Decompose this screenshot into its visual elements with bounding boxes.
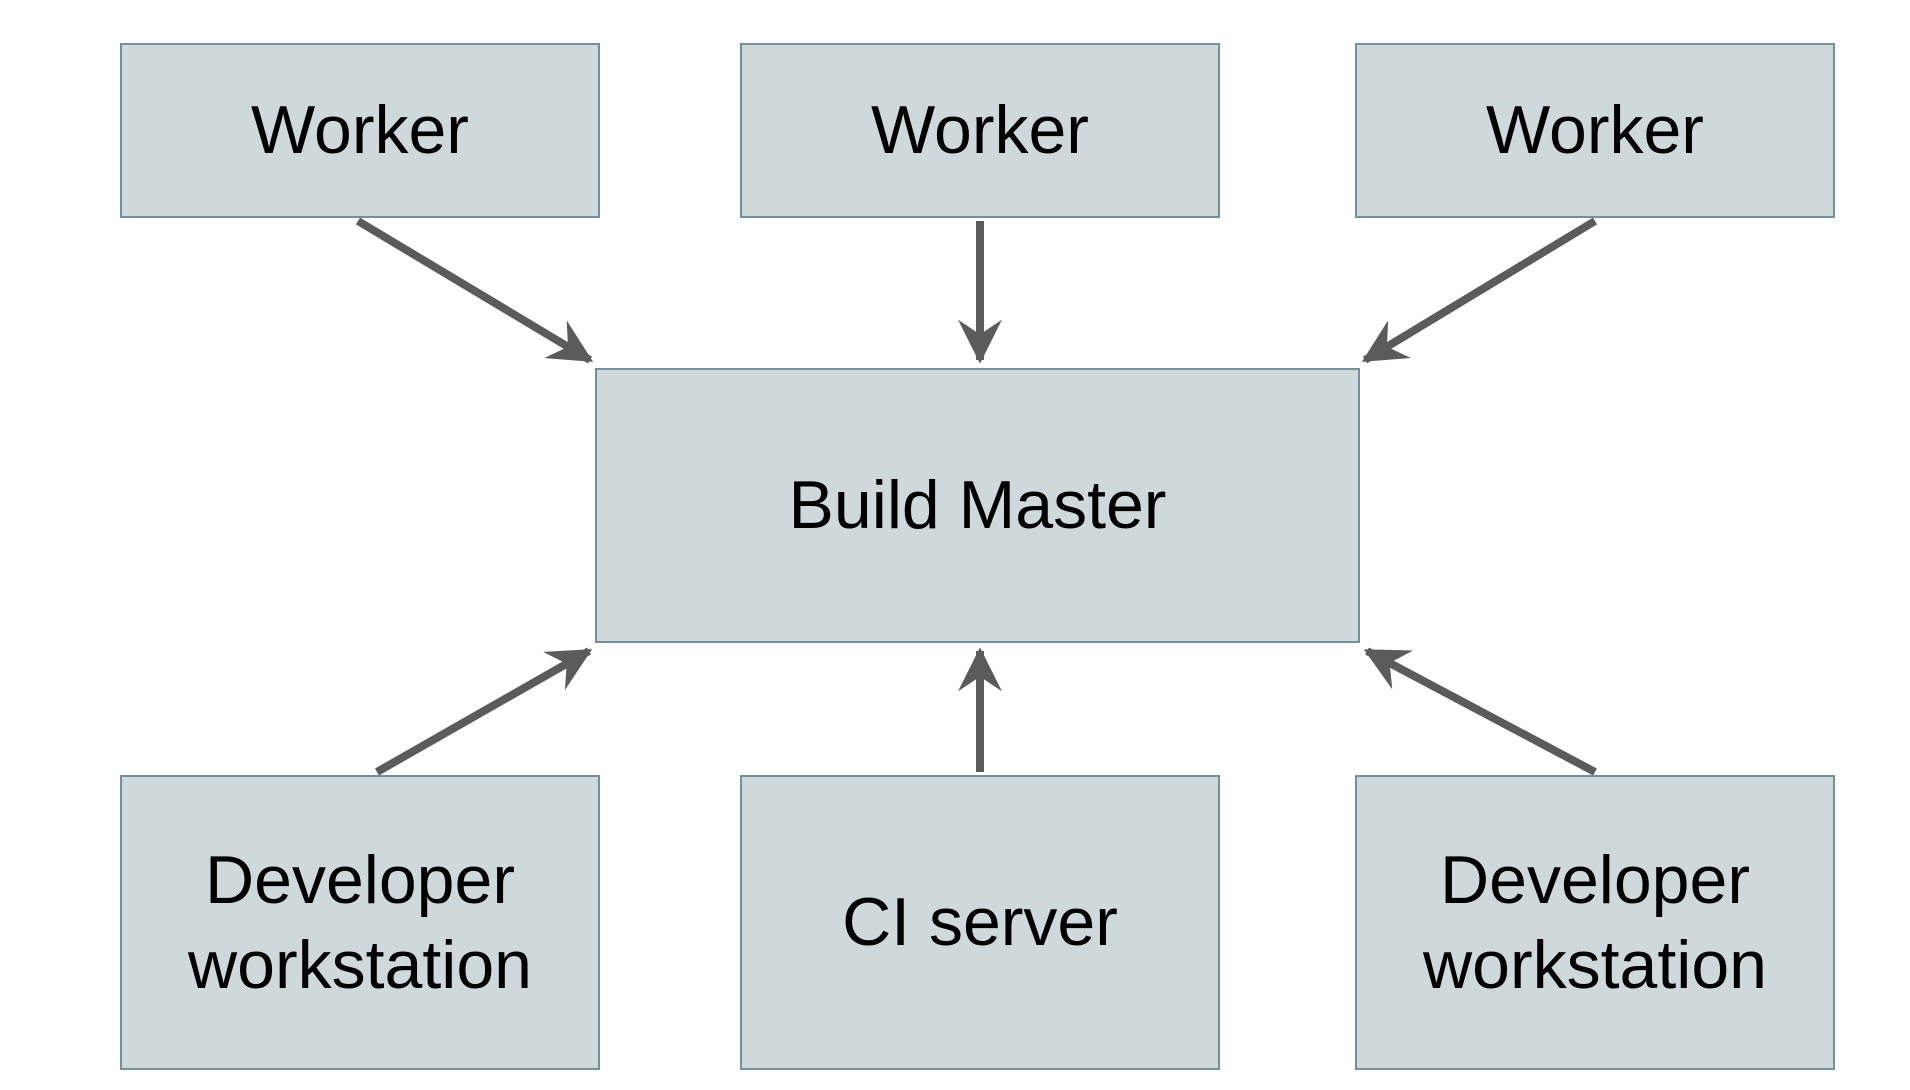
arrow-devworkstation1-to-buildmaster	[375, 647, 593, 776]
arrow-worker3-to-buildmaster	[1361, 217, 1598, 364]
node-developer-workstation-2: Developer workstation	[1355, 775, 1835, 1070]
arrow-devworkstation2-to-buildmaster	[1363, 647, 1597, 776]
node-developer-workstation-2-label: Developer workstation	[1423, 841, 1767, 1003]
node-worker-1: Worker	[120, 43, 600, 218]
node-worker-3-label: Worker	[1486, 92, 1704, 168]
node-ci-server-label: CI server	[842, 884, 1118, 960]
node-ci-server: CI server	[740, 775, 1220, 1070]
node-developer-workstation-1: Developer workstation	[120, 775, 600, 1070]
arrow-worker1-to-buildmaster	[355, 217, 594, 364]
node-worker-3: Worker	[1355, 43, 1835, 218]
node-worker-1-label: Worker	[251, 92, 469, 168]
node-build-master: Build Master	[595, 368, 1360, 643]
node-worker-2: Worker	[740, 43, 1220, 218]
node-build-master-label: Build Master	[788, 467, 1167, 543]
node-worker-2-label: Worker	[871, 92, 1089, 168]
node-developer-workstation-1-label: Developer workstation	[188, 841, 532, 1003]
